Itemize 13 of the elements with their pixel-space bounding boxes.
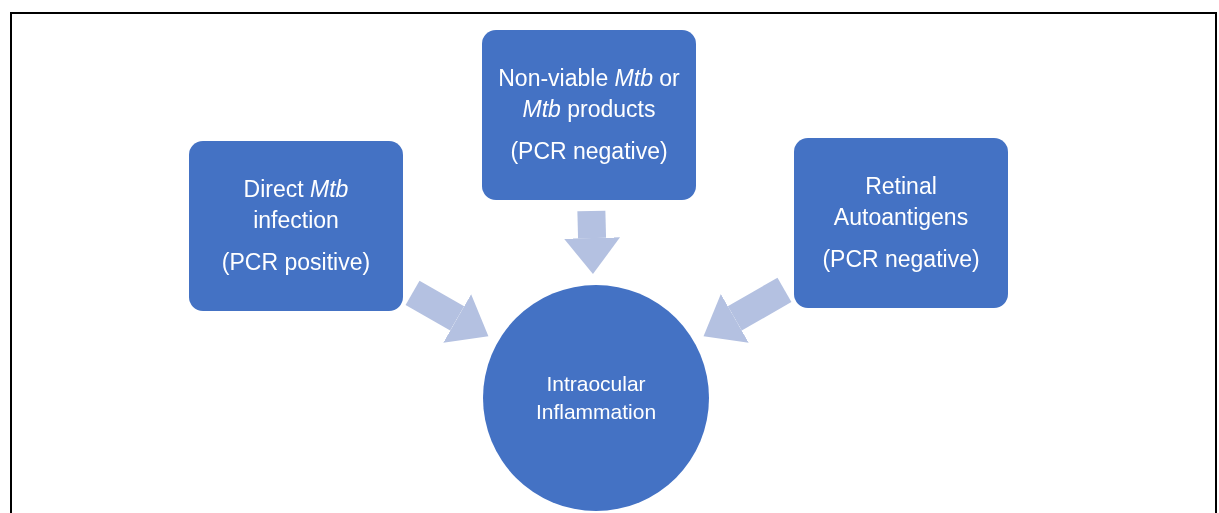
node-text: Retinal Autoantigens [832,172,970,233]
block-arrow [703,277,792,343]
node-text: Direct Mtb infection [242,175,350,236]
node-text: Non-viable Mtb or Mtb products [497,64,681,125]
block-arrow [405,280,489,343]
node-text: (PCR positive) [221,247,371,277]
block-arrow [564,210,621,275]
node-text: (PCR negative) [510,136,668,166]
node-text: (PCR negative) [822,244,980,274]
rounded-box [482,30,696,200]
rounded-box [189,141,403,311]
node-text: Intraocular Inflammation [534,370,658,425]
rounded-box [794,138,1008,308]
